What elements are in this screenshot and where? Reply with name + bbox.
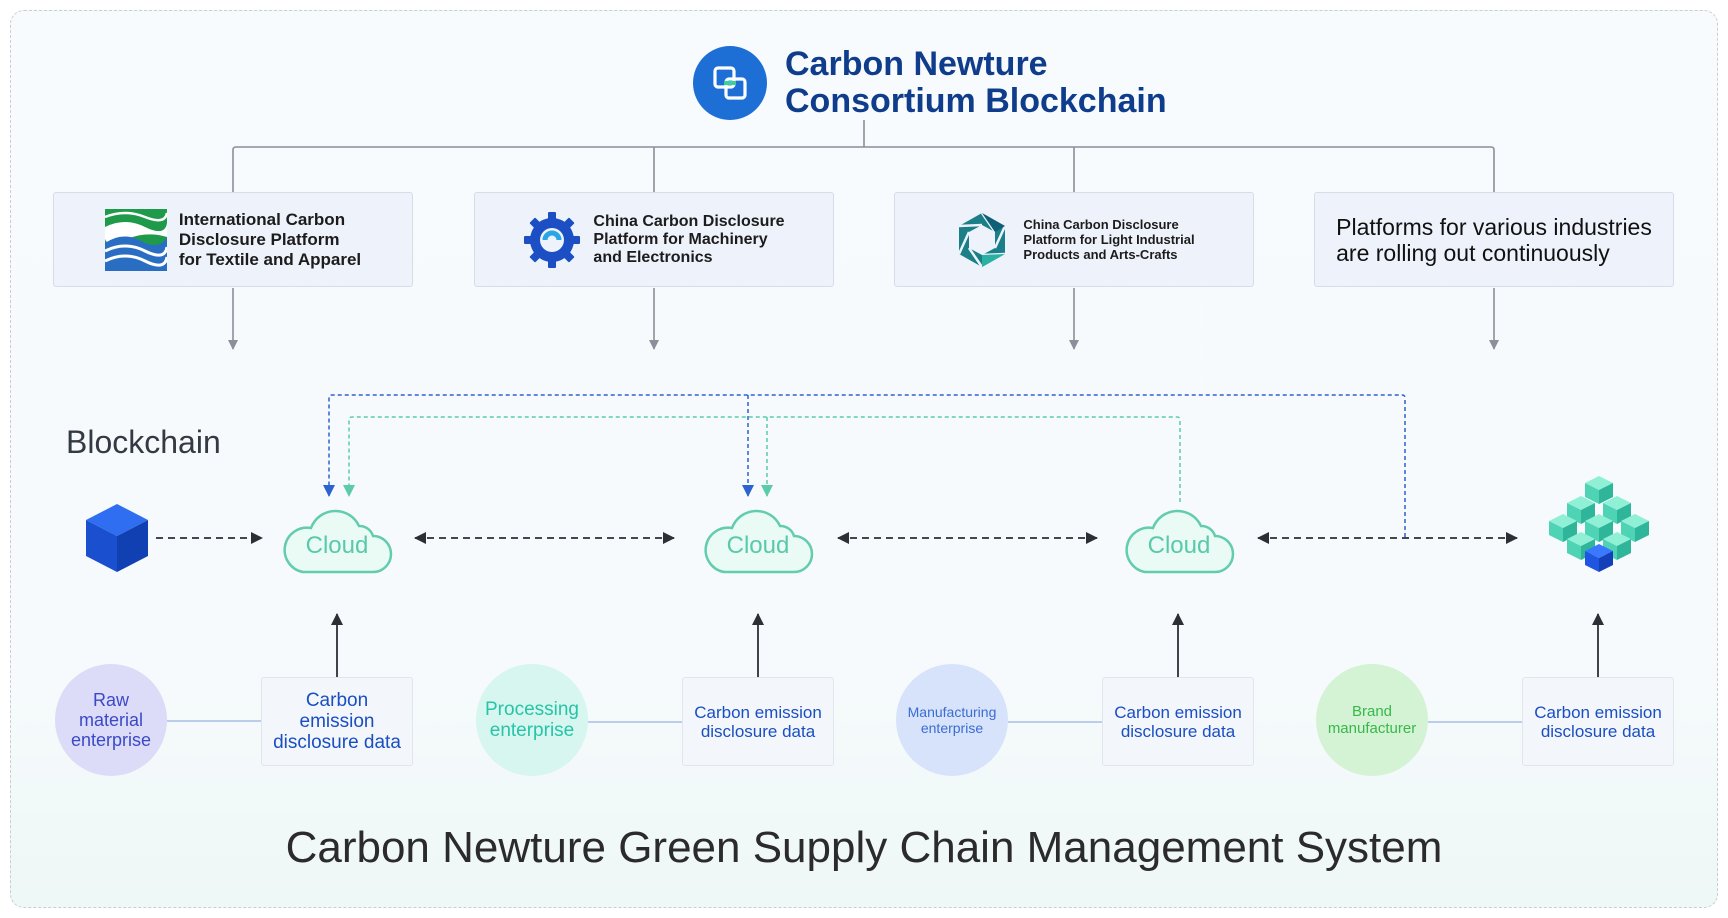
cloud-icon [1125, 509, 1235, 574]
platform-name: China Carbon Disclosure Platform for Mac… [593, 213, 784, 267]
platform-name: International Carbon Disclosure Platform… [179, 210, 361, 270]
platform-line: China Carbon Disclosure [1023, 217, 1179, 232]
chain-link-icon [693, 46, 767, 120]
enterprise-processing: Processing enterprise [476, 664, 588, 776]
platform-machinery: China Carbon Disclosure Platform for Mac… [474, 192, 834, 287]
data-box-line: disclosure data [1540, 721, 1656, 741]
platform-line: are rolling out continuously [1336, 239, 1610, 266]
platform-line: International Carbon [178, 209, 346, 229]
platform-light-industrial: China Carbon Disclosure Platform for Lig… [894, 192, 1254, 287]
platform-line: for Textile and Apparel [178, 249, 362, 269]
platform-line: Platforms for various industries [1336, 213, 1652, 240]
platform-line: Disclosure Platform [178, 229, 340, 249]
platform-name: China Carbon Disclosure Platform for Lig… [1023, 217, 1194, 262]
platform-line: Products and Arts-Crafts [1023, 247, 1178, 262]
cloud-icon [704, 509, 814, 574]
enterprise-links [167, 720, 1522, 723]
cloud-label: Cloud [726, 532, 790, 559]
platform-line: and Electronics [593, 248, 713, 266]
gear-logo [524, 211, 581, 268]
data-box-line: disclosure data [273, 732, 401, 753]
cloud-node: Cloud [281, 502, 393, 574]
disclosure-data-box: Carbon emission disclosure data [1102, 677, 1254, 766]
data-box-line: Carbon [305, 690, 369, 711]
cloud-node: Cloud [1123, 502, 1235, 574]
platform-other-industries: Platforms for various industries are rol… [1314, 192, 1674, 287]
platform-line: Platform for Machinery [593, 230, 768, 248]
platform-line: China Carbon Disclosure [593, 212, 785, 230]
enterprise-line: material [78, 710, 143, 730]
system-title: Carbon Newture Green Supply Chain Manage… [285, 823, 1443, 872]
enterprise-line: Manufacturing [907, 704, 997, 720]
blockchain-label: Blockchain [66, 424, 221, 460]
disclosure-data-box: Carbon emission disclosure data [682, 677, 834, 766]
header: Carbon Newture Consortium Blockchain [693, 46, 1167, 120]
teal-dashed-links [343, 416, 1181, 502]
cloud-icon [283, 509, 393, 574]
cloud-label: Cloud [1147, 532, 1211, 559]
title-line: Consortium Blockchain [785, 82, 1167, 120]
enterprise-line: manufacturer [1327, 720, 1417, 737]
enterprise-line: enterprise [489, 720, 575, 741]
consortium-title: Carbon Newture Consortium Blockchain [785, 46, 1167, 120]
cloud-node: Cloud [702, 502, 814, 574]
disclosure-data-box: Carbon emission disclosure data [261, 677, 413, 766]
platform-textile: International Carbon Disclosure Platform… [53, 192, 413, 287]
data-box-line: emission [299, 711, 375, 732]
disclosure-data-box: Carbon emission disclosure data [1522, 677, 1674, 766]
platform-name: Platforms for various industries are rol… [1336, 214, 1652, 266]
data-box-line: Carbon emission [694, 702, 822, 722]
data-box-line: Carbon emission [1114, 702, 1242, 722]
platform-tree [232, 120, 1495, 192]
title-line: Carbon Newture [785, 45, 1048, 83]
enterprise-line: Processing [485, 699, 579, 720]
data-box-line: disclosure data [700, 721, 816, 741]
enterprise-line: Raw [92, 690, 129, 710]
hexagon-aperture-logo [958, 211, 1007, 268]
platform-line: Platform for Light Industrial [1023, 232, 1195, 247]
textile-platform-logo [104, 208, 167, 271]
enterprise-line: enterprise [70, 730, 152, 750]
enterprise-manufacturing: Manufacturing enterprise [896, 664, 1008, 776]
enterprise-line: enterprise [920, 720, 984, 736]
data-up-arrows [331, 613, 1604, 677]
enterprise-brand: Brand manufacturer [1316, 664, 1428, 776]
blue-cube-icon [86, 504, 148, 572]
data-box-line: disclosure data [1120, 721, 1236, 741]
enterprise-raw-material: Raw material enterprise [55, 664, 167, 776]
cube-stack-icon [1549, 476, 1649, 572]
cloud-label: Cloud [305, 532, 369, 559]
platform-down-arrows [228, 288, 1499, 350]
enterprise-line: Brand [1351, 703, 1393, 720]
blue-dashed-links [323, 394, 1406, 537]
data-box-line: Carbon emission [1534, 702, 1662, 722]
